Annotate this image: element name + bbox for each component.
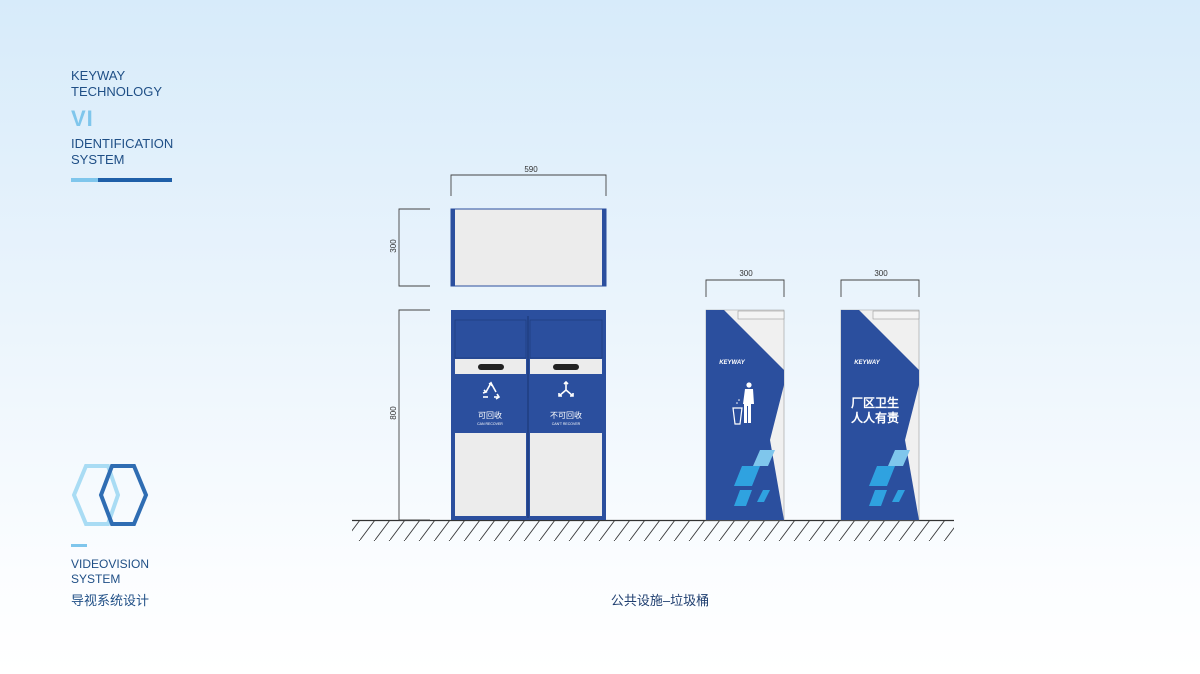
top-sign-panel (450, 208, 607, 287)
system-chinese-title: 导视系统设计 (71, 593, 150, 608)
ground (352, 519, 954, 541)
recycle-icon (482, 381, 501, 400)
system-dash (71, 544, 87, 547)
brand-vi: VI (71, 106, 94, 131)
dim-width-side1: 300 (739, 269, 753, 278)
brand-line-keyway: KEYWAY (71, 68, 126, 83)
dim-height-body-line (398, 309, 430, 521)
brand-block: KEYWAY TECHNOLOGY VI IDENTIFICATION SYST… (71, 68, 173, 168)
hexagon-logo-icon (71, 464, 149, 526)
brand-underline (71, 178, 172, 182)
main-double-bin (451, 310, 606, 520)
slogan-line2: 人人有责 (851, 410, 899, 425)
brand-line-technology: TECHNOLOGY (71, 84, 163, 99)
non-recycle-icon (558, 380, 574, 397)
page-caption: 公共设施–垃圾桶 (610, 593, 710, 608)
bin-left-label: 可回收 (478, 410, 502, 420)
bin-left-sublabel: CAN RECOVER (477, 422, 503, 426)
bin-right-label: 不可回收 (550, 410, 582, 420)
stand-left-logo: KEYWAY (719, 360, 746, 366)
system-line-videovision: VIDEOVISION (71, 557, 150, 571)
trash-person-icon (732, 382, 754, 425)
system-block: VIDEOVISION SYSTEM 导视系统设计 (71, 544, 149, 608)
dim-height-top-line (398, 208, 430, 287)
brand-line-system: SYSTEM (71, 152, 125, 167)
dim-height-body: 800 (389, 406, 398, 420)
dim-width-side2-line (840, 279, 920, 297)
stand-right-logo: KEYWAY (854, 360, 881, 366)
dim-height-top: 300 (389, 239, 398, 253)
dimension-lines (398, 174, 920, 521)
dim-width-side1-line (705, 279, 785, 297)
dim-width-main: 590 (524, 165, 538, 174)
system-line-system: SYSTEM (71, 572, 121, 586)
slogan-line1: 厂区卫生 (851, 395, 899, 410)
dim-width-main-line (450, 174, 607, 196)
bin-right-sublabel: CAN'T RECOVER (552, 422, 581, 426)
side-stand-right (840, 309, 920, 521)
brand-line-identification: IDENTIFICATION (71, 136, 174, 151)
brand-underline-light (71, 178, 98, 182)
dim-width-side2: 300 (874, 269, 888, 278)
brand-underline-dark (98, 178, 172, 182)
